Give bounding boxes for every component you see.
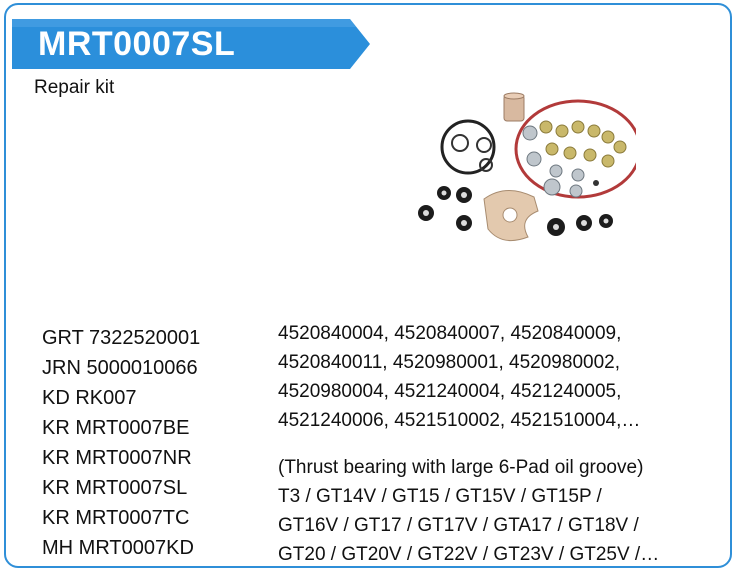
application-line: GT20 / GT20V / GT22V / GT23V / GT25V /…: [278, 544, 660, 565]
oem-line: 4521240006, 4521510002, 4521510004,…: [278, 410, 641, 431]
reference-item: MH MRT0007KD: [42, 537, 194, 559]
product-card: MRT0007SL Repair kit: [4, 3, 732, 568]
part-number-title: MRT0007SL: [38, 25, 236, 63]
oem-line: 4520840011, 4520980001, 4520980002,: [278, 352, 620, 373]
reference-item: KD RK007: [42, 387, 137, 409]
reference-item: KR MRT0007TC: [42, 507, 190, 529]
reference-item: KR MRT0007NR: [42, 447, 192, 469]
cross-reference-list: GRT 7322520001 JRN 5000010066 KD RK007 K…: [42, 323, 200, 563]
reference-item: GRT 7322520001: [42, 327, 201, 349]
application-list: (Thrust bearing with large 6-Pad oil gro…: [278, 453, 724, 566]
reference-item: KR MRT0007BE: [42, 417, 190, 439]
oem-number-list: 4520840004, 4520840007, 4520840009, 4520…: [278, 319, 718, 435]
repair-kit-photo: [406, 87, 642, 257]
application-line: T3 / GT14V / GT15 / GT15V / GT15P /: [278, 486, 602, 507]
product-type-label: Repair kit: [34, 77, 115, 98]
reference-item: JRN 5000010066: [42, 357, 198, 379]
reference-item: KR MRT0007SL: [42, 477, 188, 499]
oem-line: 4520980004, 4521240004, 4521240005,: [278, 381, 622, 402]
title-banner: MRT0007SL: [12, 19, 372, 69]
application-line: GT16V / GT17 / GT17V / GTA17 / GT18V /: [278, 515, 639, 536]
banner-shape: [12, 19, 370, 69]
application-line: (Thrust bearing with large 6-Pad oil gro…: [278, 457, 644, 478]
oem-line: 4520840004, 4520840007, 4520840009,: [278, 323, 622, 344]
